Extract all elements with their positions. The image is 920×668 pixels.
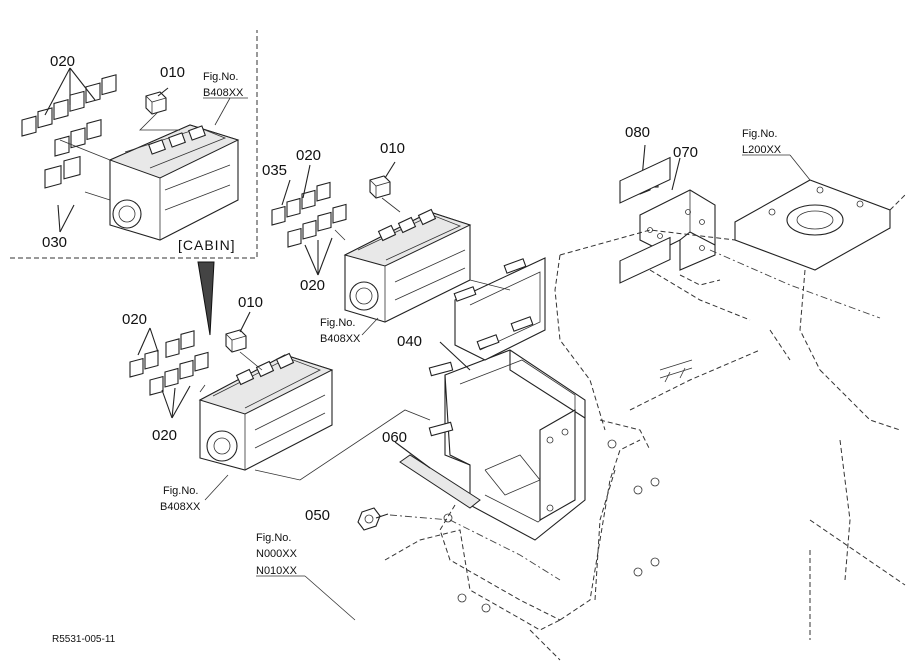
- upper-fuses-020: [271, 164, 347, 276]
- figref-n000: N000XX: [256, 548, 298, 560]
- mounting-plate: [453, 257, 546, 361]
- label-040: 040: [397, 333, 422, 350]
- figref-b408-inset: B408XX: [203, 87, 244, 99]
- drawing-reference: R5531-005-11: [52, 634, 116, 645]
- upper-fuse-box: [343, 208, 472, 323]
- inset-fuses-030: [44, 155, 111, 233]
- upper-relay-010: [369, 161, 401, 213]
- label-035: 035: [262, 162, 287, 179]
- cabin-label: [CABIN]: [178, 237, 236, 253]
- figno-label-l200: Fig.No.: [742, 128, 777, 140]
- bracket-040: [428, 341, 586, 541]
- inset-fuses-020: [21, 67, 117, 161]
- inset-fuse-box: [108, 124, 240, 241]
- tractor-frame: [554, 179, 906, 640]
- figno-label-inset: Fig.No.: [203, 71, 238, 83]
- figref-b408-lower: B408XX: [160, 501, 201, 513]
- lower-fuse-box: [198, 352, 334, 471]
- figno-label-n: Fig.No.: [256, 532, 291, 544]
- label-020-upper-bottom: 020: [300, 277, 325, 294]
- upper-leader-line: [469, 279, 511, 291]
- lower-structure: [384, 156, 671, 661]
- lower-fuses-020: [129, 327, 209, 419]
- lower-leader-line: [254, 409, 431, 481]
- label-010-upper: 010: [380, 140, 405, 157]
- label-060: 060: [382, 429, 407, 446]
- label-030: 030: [42, 234, 67, 251]
- rubber-strip-060: [394, 441, 481, 509]
- label-010-lower: 010: [238, 294, 263, 311]
- label-020-lower: 020: [122, 311, 147, 328]
- inset-relay-010: [139, 87, 180, 131]
- bracket-070: [639, 189, 716, 271]
- cabin-inset: [CABIN]: [10, 30, 258, 259]
- lower-relay-010: [225, 311, 263, 371]
- label-070: 070: [673, 144, 698, 161]
- figno-label-lower: Fig.No.: [163, 485, 198, 497]
- figref-n010: N010XX: [256, 565, 298, 577]
- figno-label-upper: Fig.No.: [320, 317, 355, 329]
- label-020-upper: 020: [296, 147, 321, 164]
- label-080: 080: [625, 124, 650, 141]
- label-020-inset: 020: [50, 53, 75, 70]
- figref-l200: L200XX: [742, 144, 782, 156]
- label-010-inset: 010: [160, 64, 185, 81]
- figref-b408-upper: B408XX: [320, 333, 361, 345]
- label-020-lower-bottom: 020: [152, 427, 177, 444]
- inset-pointer-arrow: [197, 261, 215, 336]
- bolt-050: [357, 507, 561, 581]
- label-050: 050: [305, 507, 330, 524]
